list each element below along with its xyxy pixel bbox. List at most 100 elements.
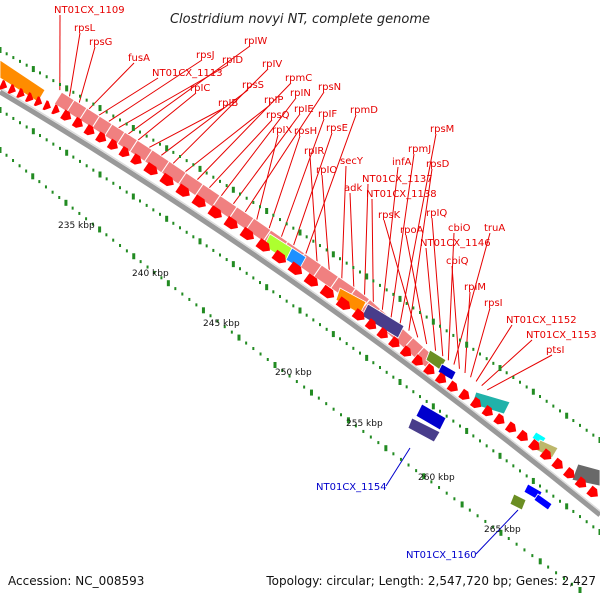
gene-label-rpsn: rpsN: [318, 82, 341, 93]
outer-tick: [205, 171, 208, 175]
scale-tick: [384, 445, 388, 452]
minus-gene-block-5: [533, 493, 553, 511]
outer-tick: [498, 365, 502, 372]
outer-tick: [379, 283, 381, 287]
scale-tick: [563, 577, 566, 581]
outer-tick: [405, 301, 408, 305]
inner-tick: [559, 499, 561, 503]
scale-tick: [58, 196, 61, 200]
gene-label-secy: secY: [340, 156, 364, 167]
scale-tick: [132, 253, 136, 260]
outer-tick: [125, 122, 128, 126]
outer-tick: [585, 428, 588, 432]
label-leader-rpsi: [470, 307, 491, 378]
inner-tick: [205, 244, 208, 248]
outer-tick: [112, 114, 115, 118]
gene-label-rpsk: rpsK: [378, 210, 401, 221]
outer-tick: [159, 142, 161, 146]
outer-tick: [225, 184, 228, 188]
scale-tick: [295, 380, 298, 384]
scale-tick: [0, 147, 2, 153]
inner-tick: [439, 409, 441, 413]
label-leader-rpmd: [304, 114, 357, 257]
gene-label-rpix: rpIX: [272, 125, 292, 136]
gene-label-infa: infA: [392, 157, 412, 168]
gene-arrow: [376, 327, 388, 339]
gene-arrow: [493, 413, 505, 425]
scale-tick: [223, 325, 226, 329]
label-leader-nt01cx-1146: [425, 247, 437, 351]
outer-tick: [252, 200, 255, 204]
inner-tick: [472, 434, 475, 438]
outer-tick: [185, 159, 188, 163]
scale-tick: [484, 519, 487, 523]
inner-tick: [12, 116, 15, 120]
scale-tick: [112, 238, 115, 242]
inner-tick: [379, 366, 381, 370]
gene-arrow: [364, 318, 377, 330]
inner-tick: [159, 212, 161, 216]
gene-label-rpio: rpIO: [316, 165, 337, 176]
gene-label-nt01cx-1109: NT01CX_1109: [54, 5, 125, 16]
outer-tick: [145, 134, 148, 138]
label-leader-rpsj: [107, 59, 203, 123]
inner-tick: [272, 290, 275, 294]
inner-tick: [445, 414, 448, 418]
inner-tick: [431, 403, 435, 410]
inner-tick: [231, 261, 235, 268]
outer-tick: [572, 419, 575, 423]
gene-arrow: [335, 296, 351, 311]
gene-arrow: [71, 116, 83, 128]
gene-label-rpim: rpIM: [464, 282, 486, 293]
gene-label-rpiq: rpIQ: [426, 208, 447, 219]
outer-tick: [312, 239, 315, 243]
inner-tick: [85, 164, 88, 168]
gene-arrow: [562, 466, 575, 479]
gene-arrow: [469, 396, 482, 409]
outer-tick: [365, 273, 369, 280]
gene-label-cbio: cbiO: [448, 223, 471, 234]
inner-tick: [172, 221, 175, 225]
label-leader-nt01cx-1160: [475, 509, 519, 555]
label-leader-rpip: [183, 104, 271, 174]
scale-tick: [71, 206, 74, 210]
gene-arrow: [516, 429, 528, 442]
inner-tick: [372, 361, 375, 365]
label-leader-rpif: [280, 118, 325, 240]
inner-tick: [259, 281, 261, 285]
gene-arrow: [24, 92, 34, 103]
scale-tick: [468, 508, 471, 512]
inner-tick: [598, 529, 600, 535]
gene-arrow: [191, 194, 206, 208]
scale-tick: [78, 211, 81, 215]
outer-tick: [39, 71, 41, 75]
gene-label-nt01cx-1160: NT01CX_1160: [406, 550, 477, 561]
outer-tick: [452, 333, 455, 337]
inner-tick: [305, 313, 308, 317]
gene-arrow: [411, 354, 423, 366]
inner-tick: [98, 171, 102, 178]
label-leader-nt01cx-1153: [481, 339, 533, 387]
outer-tick: [105, 110, 108, 114]
outer-tick: [19, 59, 21, 63]
scale-tick: [407, 463, 410, 467]
scale-tick: [392, 452, 395, 456]
inner-tick: [592, 525, 595, 529]
label-leader-rpiw: [127, 45, 251, 135]
scale-tick: [538, 558, 542, 565]
gene-label-nt01cx-1146: NT01CX_1146: [420, 238, 491, 249]
inner-tick: [398, 379, 402, 385]
gene-label-rpmc: rpmC: [285, 73, 312, 84]
outer-tick: [45, 75, 48, 79]
gene-arrow: [60, 109, 72, 121]
outer-tick: [85, 98, 88, 102]
inner-tick: [331, 331, 335, 338]
inner-tick: [279, 294, 281, 298]
inner-tick: [59, 146, 61, 150]
scale-tick: [369, 435, 372, 439]
inner-tick: [585, 520, 588, 524]
scale-tick: [453, 497, 456, 501]
gene-label-rpse: rpsE: [326, 123, 348, 134]
outer-tick: [65, 85, 69, 92]
inner-tick: [405, 385, 408, 389]
